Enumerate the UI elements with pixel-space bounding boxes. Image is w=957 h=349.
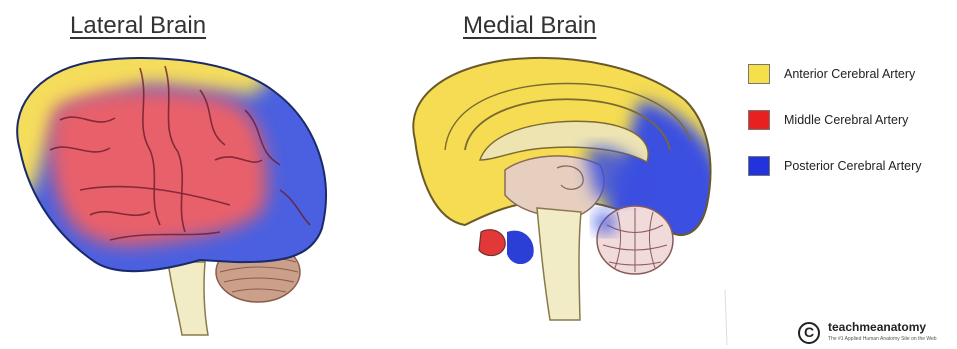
legend-swatch xyxy=(748,64,770,84)
credit-tagline: The #1 Applied Human Anatomy Site on the… xyxy=(828,336,937,342)
medial-brain-illustration xyxy=(385,0,745,349)
credit-name: teachmeanatomy xyxy=(828,320,926,334)
legend-label: Middle Cerebral Artery xyxy=(784,113,908,127)
lateral-brain-illustration xyxy=(0,0,340,349)
legend-label: Posterior Cerebral Artery xyxy=(784,159,922,173)
legend-swatch xyxy=(748,156,770,176)
legend-swatch xyxy=(748,110,770,130)
copyright-icon: C xyxy=(798,322,820,344)
legend-label: Anterior Cerebral Artery xyxy=(784,67,915,81)
